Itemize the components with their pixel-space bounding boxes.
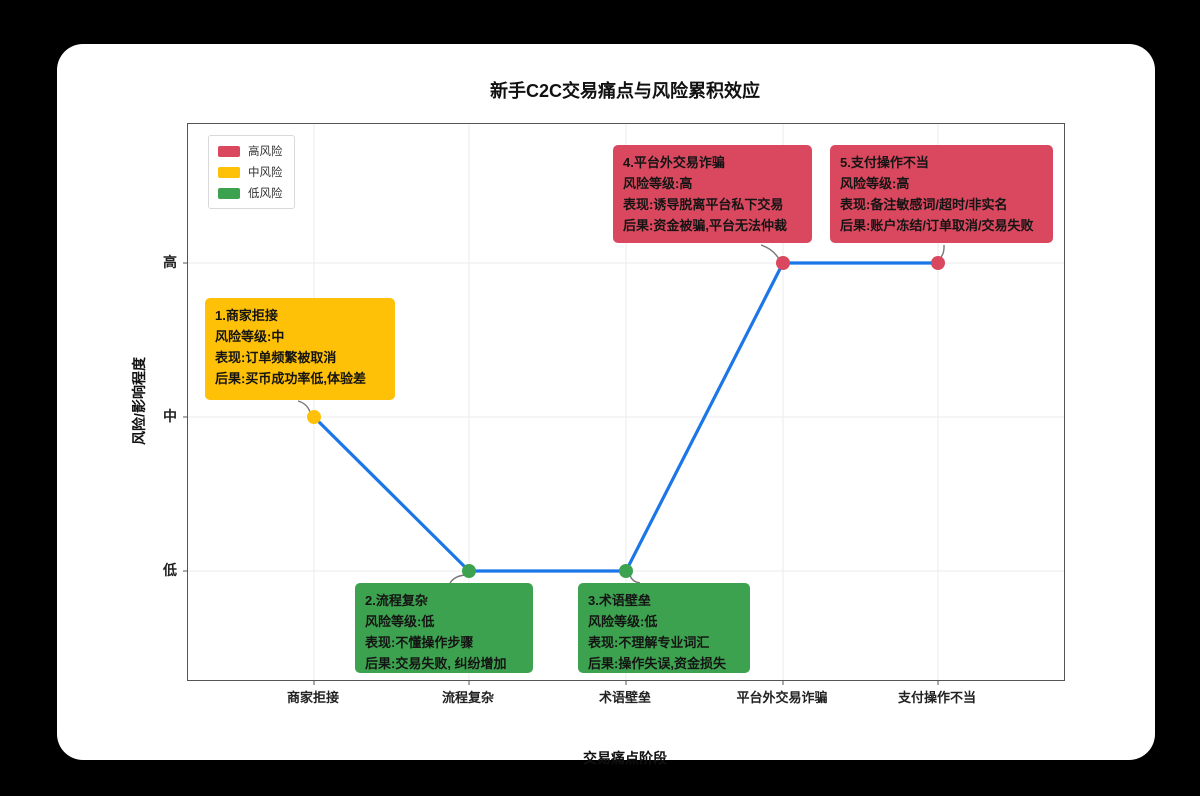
legend-swatch-mid-icon <box>218 166 240 178</box>
callout-line: 表现:不理解专业词汇 <box>588 635 710 650</box>
callout-heading: 4.平台外交易诈骗 <box>623 155 725 170</box>
legend-item-low: 低风险 <box>218 185 283 201</box>
callout-heading: 2.流程复杂 <box>365 593 428 608</box>
callout-line: 表现:诱导脱离平台私下交易 <box>623 197 784 212</box>
data-point <box>619 564 633 578</box>
legend-label: 中风险 <box>248 167 283 179</box>
figure-card: 新手C2C交易痛点与风险累积效应 高风险中风险低风险 交易痛点阶段 风险/影响程… <box>57 44 1155 766</box>
legend-label: 低风险 <box>248 188 283 200</box>
callout-line: 后果:操作失误,资金损失 <box>588 656 726 671</box>
callout-line: 风险等级:高 <box>840 176 910 191</box>
x-tick-label: 商家拒接 <box>286 690 340 705</box>
callout-line: 风险等级:低 <box>588 614 658 629</box>
y-tick-label: 低 <box>163 562 177 578</box>
annotation-connector <box>760 244 780 260</box>
x-tick-label: 支付操作不当 <box>897 690 977 705</box>
x-tick-label: 平台外交易诈骗 <box>736 690 828 705</box>
callout-line: 风险等级:高 <box>623 176 693 191</box>
callout-line: 后果:资金被骗,平台无法仲裁 <box>623 218 787 233</box>
data-point <box>462 564 476 578</box>
callout-box-1: 1.商家拒接风险等级:中表现:订单频繁被取消后果:买币成功率低,体验差 <box>205 298 395 400</box>
callout-box-4: 4.平台外交易诈骗风险等级:高表现:诱导脱离平台私下交易后果:资金被骗,平台无法… <box>613 145 812 243</box>
y-tick-label: 中 <box>163 408 177 424</box>
legend-swatch-high-icon <box>218 145 240 157</box>
y-tick-label: 高 <box>163 254 177 270</box>
x-tick-label: 术语壁垒 <box>598 690 652 705</box>
callout-line: 风险等级:中 <box>215 329 285 344</box>
callout-box-5: 5.支付操作不当风险等级:高表现:备注敏感词/超时/非实名后果:账户冻结/订单取… <box>830 145 1053 243</box>
callout-line: 后果:账户冻结/订单取消/交易失败 <box>840 218 1034 233</box>
data-point <box>307 410 321 424</box>
data-point <box>931 256 945 270</box>
callout-line: 表现:备注敏感词/超时/非实名 <box>840 197 1008 212</box>
callout-heading: 3.术语壁垒 <box>588 593 651 608</box>
chart-title: 新手C2C交易痛点与风险累积效应 <box>489 81 760 101</box>
data-point <box>776 256 790 270</box>
annotation-connector <box>449 574 466 584</box>
callout-line: 风险等级:低 <box>365 614 435 629</box>
callout-box-3: 3.术语壁垒风险等级:低表现:不理解专业词汇后果:操作失误,资金损失 <box>578 583 750 673</box>
callout-line: 后果:买币成功率低,体验差 <box>215 371 366 386</box>
legend-label: 高风险 <box>248 146 283 158</box>
legend-item-high: 高风险 <box>218 143 283 159</box>
callout-box-2: 2.流程复杂风险等级:低表现:不懂操作步骤后果:交易失败, 纠纷增加 <box>355 583 533 673</box>
callout-line: 后果:交易失败, 纠纷增加 <box>365 656 507 671</box>
callout-line: 表现:订单频繁被取消 <box>215 350 337 365</box>
legend-item-mid: 中风险 <box>218 164 283 180</box>
callout-heading: 5.支付操作不当 <box>840 155 929 170</box>
annotation-connector <box>629 574 641 584</box>
callout-heading: 1.商家拒接 <box>215 308 278 323</box>
annotation-connector <box>297 400 311 413</box>
legend: 高风险中风险低风险 <box>208 135 295 209</box>
y-axis-title: 风险/影响程度 <box>131 357 147 445</box>
callout-line: 表现:不懂操作步骤 <box>365 635 474 650</box>
x-axis-title: 交易痛点阶段 <box>583 750 667 766</box>
x-tick-label: 流程复杂 <box>441 690 495 705</box>
legend-swatch-low-icon <box>218 187 240 199</box>
